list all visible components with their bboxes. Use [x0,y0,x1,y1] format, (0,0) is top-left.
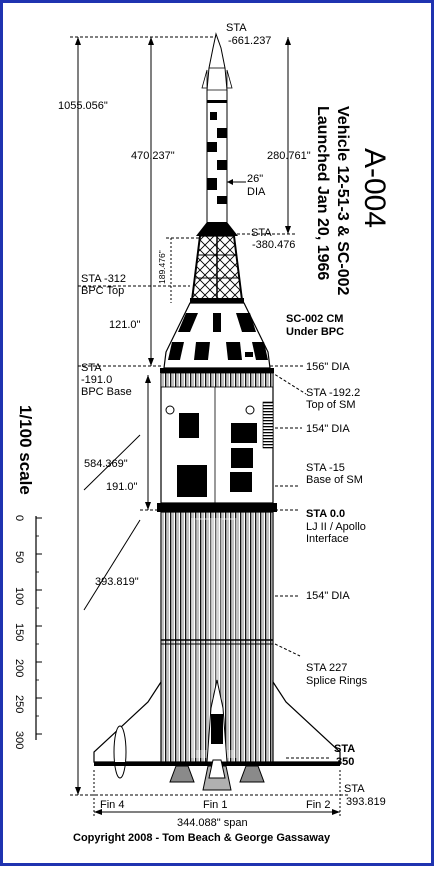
sta-bpc-base-line2: -191.0 [81,374,112,386]
sta-top-value: -661.237 [228,35,271,47]
sm-body-dia-label: 154" DIA [306,423,350,435]
cm-note-line1: SC-002 CM [286,313,343,325]
sta-350-line1: STA [334,743,355,755]
sm-height-label: 191.0" [106,481,138,493]
fin-2-label: Fin 2 [306,799,330,811]
overall-length-label: 1055.056" [58,100,108,112]
sta-sm-base-line1: STA -15 [306,462,345,474]
booster-length-label: 393.819" [95,576,139,588]
sta0-line3: Interface [306,533,349,545]
skirt-height-group: 189.476" [157,250,167,284]
service-module [157,372,277,512]
scale-ruler: 0 50 100 150 200 250 300 [13,515,42,749]
sm-dia-label: 156" DIA [306,361,350,373]
scale-label-group: 1/100 scale [16,405,35,495]
booster-nozzles [169,759,265,791]
sta-sm-base-line2: Base of SM [306,474,363,486]
sta-sm-top-line2: Top of SM [306,399,356,411]
scale-tick-label: 50 [13,551,25,563]
sta-bpc-base-line3: BPC Base [81,386,132,398]
sta-bpc-top-line1: STA -312 [81,273,126,285]
escape-dia-label: DIA [247,186,266,198]
les-length-label: 470.237" [131,150,175,162]
skirt-height-label: 189.476" [157,250,167,284]
scale-tick-label: 300 [13,731,25,749]
scale-tick-label: 0 [13,515,25,521]
sta-bpc-top-line2: BPC Top [81,285,124,297]
sta-escape-base-label: STA [251,227,272,239]
scale-tick-label: 150 [13,623,25,641]
span-label: 344.088" span [177,817,248,829]
sta0-line2: LJ II / Apollo [306,521,366,533]
scale-tick-label: 250 [13,695,25,713]
vehicle-subtitle-group: Vehicle 12-51-3 & SC-002 [334,106,351,296]
scale-label: 1/100 scale [16,405,35,495]
upper-length-label: 584.369" [84,458,128,470]
sta0-line1: STA 0.0 [306,508,345,520]
tower-length-label: 280.761" [267,150,311,162]
sta-350-line2: 350 [336,756,354,768]
scale-tick-label: 100 [13,587,25,605]
copyright-text: Copyright 2008 - Tom Beach & George Gass… [73,832,331,844]
title-block: A-004 [358,148,391,228]
fin-1-label: Fin 1 [203,799,227,811]
sta-splice-line2: Splice Rings [306,675,368,687]
sta-top-label: STA [226,22,247,34]
launch-date-group: Launched Jan 20, 1966 [314,106,331,280]
vehicle-number: Vehicle 12-51-3 & SC-002 [334,106,351,296]
rocket-drawing [93,32,341,791]
sta-sm-top-line1: STA -192.2 [306,387,360,399]
sta-end-line1: STA [344,783,365,795]
bpc-height-label: 121.0" [109,319,141,331]
sta-escape-base-value: -380.476 [252,239,295,251]
vehicle-title: A-004 [358,148,391,228]
escape-rocket [196,32,238,236]
sta-bpc-base-line1: STA [81,362,102,374]
booster-dia-label: 154" DIA [306,590,350,602]
escape-tower-truss [190,235,244,303]
dimension-arrowheads [75,37,340,815]
scale-tick-label: 200 [13,659,25,677]
dimension-lines [70,36,350,816]
escape-dia-value: 26" [247,173,263,185]
scale-ticks: 0 50 100 150 200 250 300 [13,515,42,749]
cm-note-line2: Under BPC [286,326,344,338]
fin-4-label: Fin 4 [100,799,124,811]
sta-splice-line1: STA 227 [306,662,347,674]
sta-end-line2: 393.819 [346,796,386,808]
launch-date: Launched Jan 20, 1966 [314,106,331,280]
boost-protective-cover [160,302,274,373]
